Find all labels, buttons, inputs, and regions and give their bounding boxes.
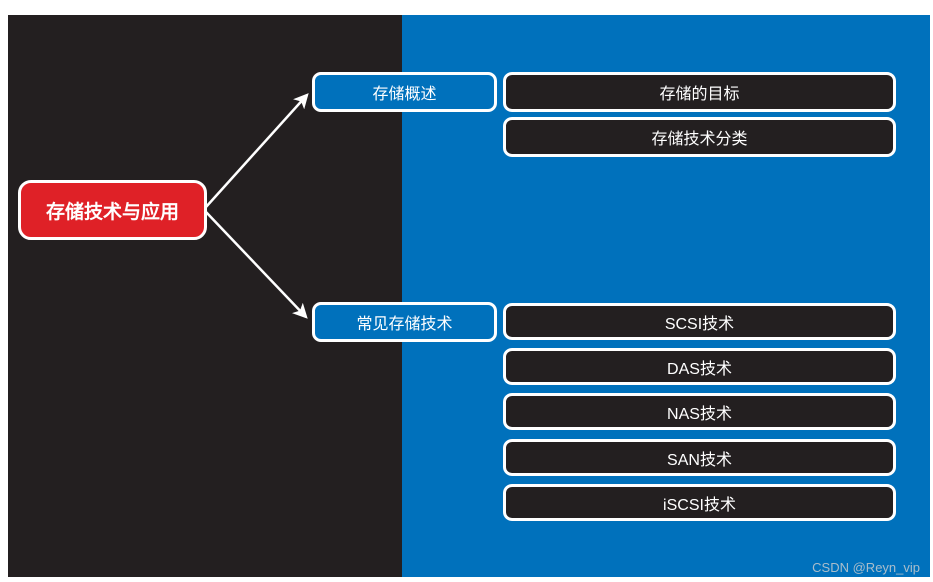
root-node: 存储技术与应用: [18, 180, 207, 240]
child-node-nas: NAS技术: [503, 393, 896, 430]
mindmap-canvas: 存储技术与应用 存储概述 存储的目标 存储技术分类 常见存储技术 SCSI技术 …: [8, 15, 930, 577]
child-node-das: DAS技术: [503, 348, 896, 385]
connector-arrows: [205, 93, 309, 319]
branch-node-common-tech: 常见存储技术: [312, 302, 497, 342]
child-node-storage-classification: 存储技术分类: [503, 117, 896, 157]
child-node-iscsi: iSCSI技术: [503, 484, 896, 521]
child-node-storage-goal: 存储的目标: [503, 72, 896, 112]
arrow-line-top: [205, 93, 309, 208]
arrow-line-bottom: [205, 211, 308, 319]
branch-node-overview: 存储概述: [312, 72, 497, 112]
child-node-scsi: SCSI技术: [503, 303, 896, 340]
child-node-san: SAN技术: [503, 439, 896, 476]
watermark: CSDN @Reyn_vip: [812, 560, 920, 575]
